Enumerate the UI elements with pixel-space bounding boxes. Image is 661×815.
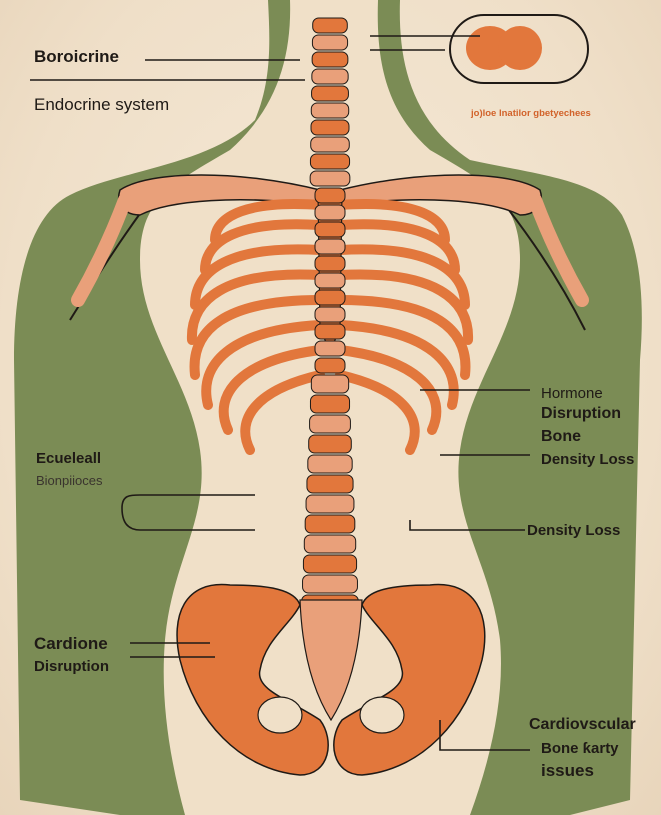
vertebra [314, 187, 346, 204]
right-hip-socket [359, 696, 405, 734]
vertebra [311, 85, 349, 102]
label-cardione: Cardione [34, 634, 108, 653]
label-ecueleall: Ecueleall [36, 450, 102, 467]
left-hip-socket [257, 696, 303, 734]
left-upper-arm-bone [71, 193, 132, 307]
right-arm-line [504, 204, 586, 331]
label-hormone: Hormone [541, 385, 603, 402]
organ-capsule [449, 14, 589, 84]
vertebra [309, 153, 351, 170]
vertebra [311, 68, 349, 85]
label-density-loss-2: Density Loss [527, 522, 621, 539]
vertebra [314, 221, 346, 238]
label-density-loss-1: Density Loss [541, 451, 635, 468]
vertebra [305, 494, 355, 514]
vertebra [310, 119, 350, 136]
vertebra [314, 289, 346, 306]
label-boroicrine: Boroicrine [34, 47, 120, 66]
label-bionpiioces: Bionpiioces [36, 473, 103, 488]
spine [301, 17, 359, 614]
vertebra [310, 374, 350, 394]
vertebra [314, 272, 346, 289]
vertebra [312, 17, 348, 34]
label-disruption-right: Disruption [541, 405, 621, 422]
vertebra [311, 51, 349, 68]
vertebra [310, 102, 350, 119]
label-cardiovscular: Cardiovscular [529, 716, 636, 733]
vertebra [302, 554, 358, 574]
label-bone-right: Bone [541, 428, 581, 445]
vertebra [314, 357, 346, 374]
vertebra [309, 394, 351, 414]
vertebra [314, 323, 346, 340]
right-rib-cage [335, 199, 474, 455]
vertebra [307, 454, 353, 474]
right-upper-arm-bone [528, 193, 589, 307]
vertebra [310, 136, 350, 153]
leader-lines [30, 35, 530, 751]
vertebra [314, 204, 346, 221]
thyroid-organ-icon-2 [498, 26, 542, 70]
vertebra [306, 474, 354, 494]
vertebra [309, 170, 351, 187]
label-disruption-left: Disruption [34, 658, 109, 675]
vertebra [309, 414, 351, 434]
vertebra [303, 534, 357, 554]
vertebra [302, 574, 358, 594]
vertebra [314, 255, 346, 272]
vertebra [304, 514, 356, 534]
label-endocrine-system: Endocrine system [34, 95, 170, 114]
label-top-right-caption: jo)loe lnatilor gbetyechees [471, 108, 591, 119]
label-bone-karty: Bone ƙarty [541, 740, 619, 757]
vertebra [314, 340, 346, 357]
vertebra [314, 306, 346, 323]
label-issues: issues [541, 761, 594, 780]
vertebra [311, 34, 349, 51]
left-rib-cage [186, 199, 325, 455]
vertebra [314, 238, 346, 255]
sacrum [299, 599, 363, 722]
vertebra [308, 434, 352, 454]
